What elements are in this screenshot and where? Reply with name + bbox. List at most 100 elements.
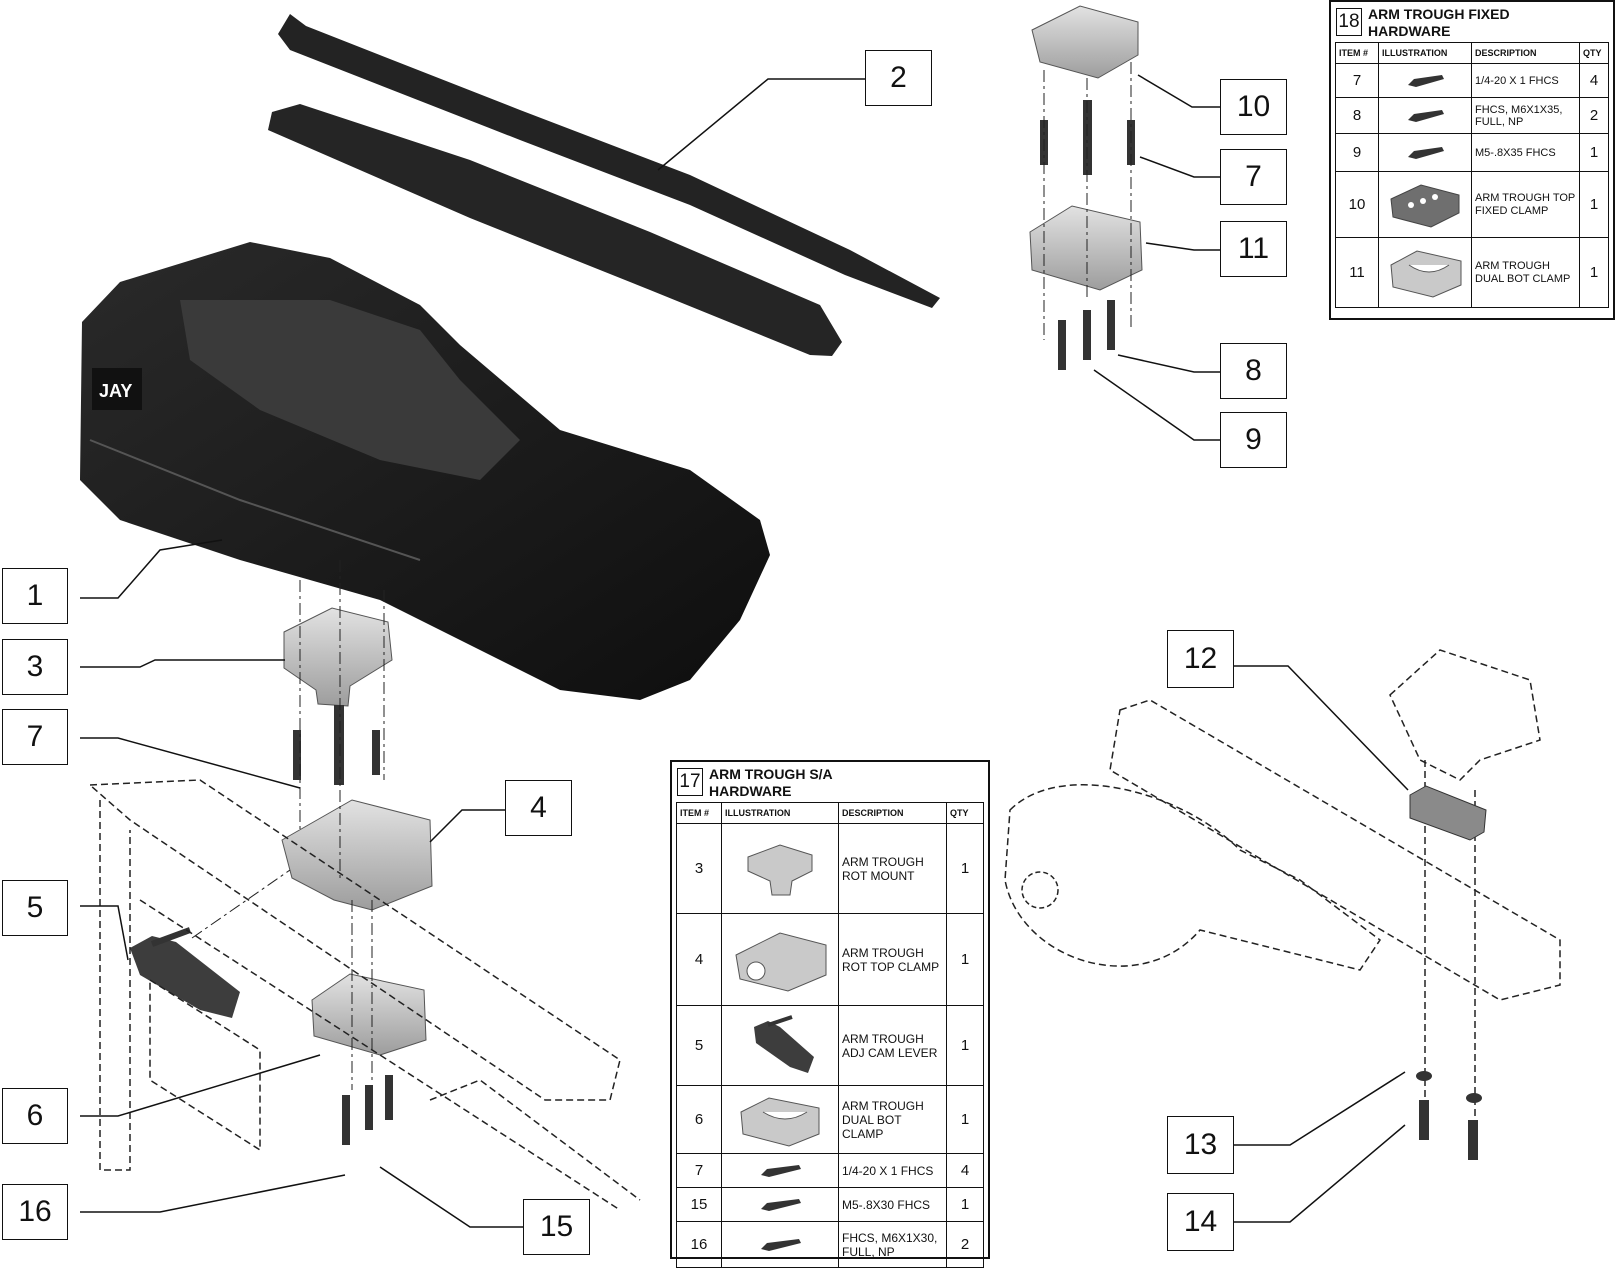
row-description: ARM TROUGH DUAL BOT CLAMP	[838, 1085, 947, 1154]
cam-lever-bolt	[150, 927, 192, 947]
rot-top-clamp-icon	[721, 913, 839, 1006]
table-17-header: 17 ARM TROUGH S/A HARDWARE	[672, 762, 988, 802]
row-qty: 1	[946, 1187, 984, 1222]
row-description: FHCS, M6X1X30, FULL, NP	[838, 1221, 947, 1268]
dual-bot-clamp-icon	[721, 1085, 839, 1154]
table-row: 8 FHCS, M6X1X35, FULL, NP 2	[1335, 97, 1609, 134]
table-row: 4 ARM TROUGH ROT TOP CLAMP 1	[676, 913, 984, 1006]
top-right-axis-lines	[1043, 62, 1132, 340]
rot-mount-icon	[721, 823, 839, 914]
callout-3: 3	[2, 639, 68, 695]
table-row: 3 ARM TROUGH ROT MOUNT 1	[676, 823, 984, 914]
callout-5: 5	[2, 880, 68, 936]
callout-16: 16	[2, 1184, 68, 1240]
screw-icon	[721, 1187, 839, 1222]
svg-text:JAY: JAY	[99, 381, 132, 401]
row-description: M5-.8X35 FHCS	[1471, 133, 1580, 172]
row-item: 5	[676, 1005, 722, 1086]
column-header-illustration: ILLUSTRATION	[1378, 42, 1472, 64]
column-header-item: ITEM #	[676, 802, 722, 824]
table-row: 10 ARM TROUGH TOP FIXED CLAMP 1	[1335, 171, 1609, 238]
table-17-number: 17	[677, 768, 703, 796]
row-description: M5-.8X30 FHCS	[838, 1187, 947, 1222]
table-18-header: 18 ARM TROUGH FIXED HARDWARE	[1331, 2, 1613, 42]
hardware-table-17: 17 ARM TROUGH S/A HARDWARE ITEM # ILLUST…	[670, 760, 990, 1268]
row-item: 10	[1335, 171, 1379, 238]
callout-9: 9	[1220, 412, 1287, 468]
row-item: 8	[1335, 97, 1379, 134]
callout-13: 13	[1167, 1116, 1234, 1174]
row-qty: 1	[1579, 133, 1609, 172]
row-description: ARM TROUGH ROT TOP CLAMP	[838, 913, 947, 1006]
table-18-title: ARM TROUGH FIXED HARDWARE	[1368, 6, 1510, 39]
table-row: 7 1/4-20 X 1 FHCS 4	[676, 1153, 984, 1188]
row-qty: 1	[946, 1005, 984, 1086]
row-description: 1/4-20 X 1 FHCS	[838, 1153, 947, 1188]
row-item: 6	[676, 1085, 722, 1154]
row-description: ARM TROUGH ADJ CAM LEVER	[838, 1005, 947, 1086]
callout-1: 1	[2, 568, 68, 624]
strap-upper	[278, 14, 940, 308]
rot-top-clamp	[281, 799, 433, 911]
jay-logo: JAY	[92, 368, 142, 410]
table-row: 9 M5-.8X35 FHCS 1	[1335, 133, 1609, 172]
row-description: FHCS, M6X1X35, FULL, NP	[1471, 97, 1580, 134]
table-row: 7 1/4-20 X 1 FHCS 4	[1335, 63, 1609, 98]
callout-15: 15	[523, 1199, 590, 1255]
callout-8: 8	[1220, 343, 1287, 399]
column-header-illustration: ILLUSTRATION	[721, 802, 839, 824]
table-17-grid: ITEM # ILLUSTRATION DESCRIPTION QTY 3 AR…	[676, 802, 984, 1268]
row-item: 7	[1335, 63, 1379, 98]
callout-6: 6	[2, 1088, 68, 1144]
table-row: 11 ARM TROUGH DUAL BOT CLAMP 1	[1335, 237, 1609, 308]
cam-lever	[130, 936, 240, 1018]
table-header-row: ITEM # ILLUSTRATION DESCRIPTION QTY	[1335, 42, 1609, 64]
left-screws	[293, 705, 393, 1145]
dual-bot-clamp	[311, 973, 427, 1056]
fixed-top-clamp	[1031, 5, 1139, 79]
left-axis-lines	[191, 560, 385, 1090]
callout-14: 14	[1167, 1193, 1234, 1251]
callout-4: 4	[505, 780, 572, 836]
row-qty: 1	[946, 1085, 984, 1154]
hub-circle	[1021, 871, 1059, 909]
screw-icon	[1378, 133, 1472, 172]
callout-2: 2	[865, 50, 932, 106]
row-qty: 2	[946, 1221, 984, 1268]
table-row: 15 M5-.8X30 FHCS 1	[676, 1187, 984, 1222]
row-item: 15	[676, 1187, 722, 1222]
screw-icon	[721, 1221, 839, 1268]
table-17-title: ARM TROUGH S/A HARDWARE	[709, 766, 833, 799]
table-row: 16 FHCS, M6X1X30, FULL, NP 2	[676, 1221, 984, 1268]
row-qty: 4	[1579, 63, 1609, 98]
callout-7-right: 7	[1220, 149, 1287, 205]
left-frame-dashed	[88, 779, 641, 1211]
column-header-item: ITEM #	[1335, 42, 1379, 64]
row-item: 4	[676, 913, 722, 1006]
row-qty: 1	[1579, 237, 1609, 308]
row-qty: 2	[1579, 97, 1609, 134]
row-description: ARM TROUGH DUAL BOT CLAMP	[1471, 237, 1580, 308]
trough-cushion-panel	[180, 300, 520, 480]
table-header-row: ITEM # ILLUSTRATION DESCRIPTION QTY	[676, 802, 984, 824]
row-qty: 4	[946, 1153, 984, 1188]
cam-lever-icon	[721, 1005, 839, 1086]
fixed-top-clamp-icon	[1378, 171, 1472, 238]
row-description: ARM TROUGH TOP FIXED CLAMP	[1471, 171, 1580, 238]
row-item: 3	[676, 823, 722, 914]
table-18-number: 18	[1336, 8, 1362, 36]
right-frame-dashed	[1004, 649, 1561, 1120]
strap-lower	[268, 104, 842, 356]
right-screws	[1416, 1071, 1482, 1160]
row-item: 7	[676, 1153, 722, 1188]
row-item: 16	[676, 1221, 722, 1268]
fixed-bot-clamp	[1029, 205, 1143, 291]
table-row: 6 ARM TROUGH DUAL BOT CLAMP 1	[676, 1085, 984, 1154]
trough-zipper-line	[89, 439, 421, 561]
callout-10: 10	[1220, 79, 1287, 135]
row-qty: 1	[946, 913, 984, 1006]
callout-11: 11	[1220, 221, 1287, 277]
dual-bot-clamp-icon	[1378, 237, 1472, 308]
row-description: ARM TROUGH ROT MOUNT	[838, 823, 947, 914]
